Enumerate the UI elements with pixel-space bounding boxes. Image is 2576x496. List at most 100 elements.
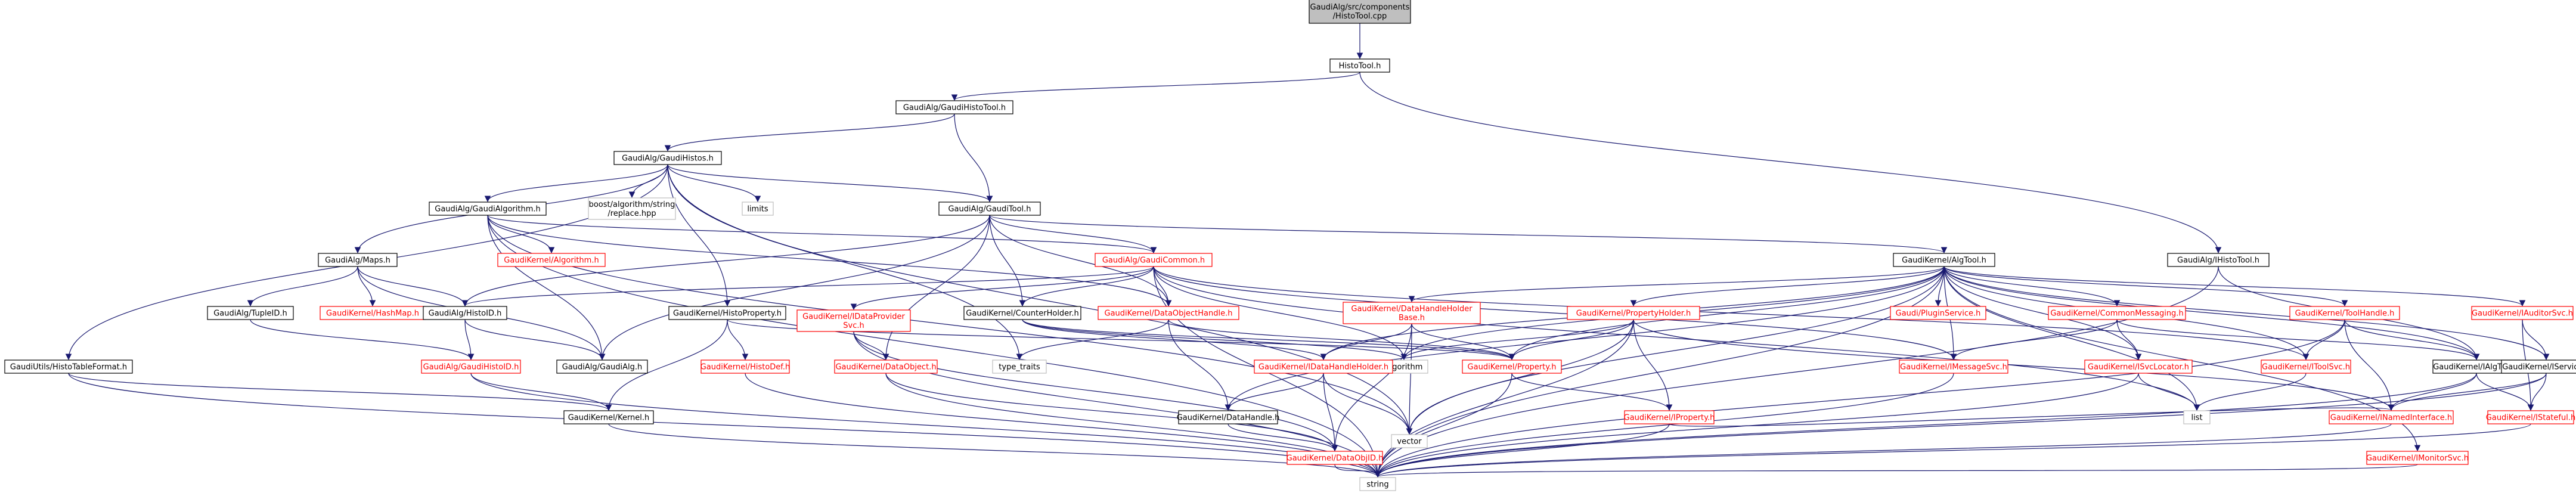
edge-tupleid-to-ghistoid	[250, 319, 475, 361]
node-commonmessaging[interactable]: GaudiKernel/CommonMessaging.h	[2048, 306, 2186, 320]
edge-gaudialgorithm-to-gaudicommon	[487, 215, 1157, 254]
node-gaudicommon[interactable]: GaudiAlg/GaudiCommon.h	[1095, 253, 1213, 267]
edge-propertyholder-to-inamedinterface	[1633, 319, 2395, 411]
node-hashmap[interactable]: GaudiKernel/HashMap.h	[320, 306, 426, 320]
node-counterholder[interactable]: GaudiKernel/CounterHolder.h	[963, 306, 1081, 320]
node-histoid_alg[interactable]: GaudiAlg/HistoID.h	[423, 306, 507, 320]
node-label: GaudiKernel/IDataHandleHolder.h	[1258, 363, 1388, 372]
node-tupleid[interactable]: GaudiAlg/TupleID.h	[207, 306, 294, 320]
edge-maps-to-tupleid	[247, 266, 358, 307]
edge-algtool-to-ialgtool	[1943, 266, 2480, 361]
node-itoolsvc[interactable]: GaudiKernel/IToolSvc.h	[2261, 359, 2351, 374]
node-kernel_h[interactable]: GaudiKernel/Kernel.h	[563, 410, 654, 424]
edge-imessagesvc-to-string	[1374, 373, 1954, 478]
edge-algtool-to-isvclocator	[1943, 266, 2142, 361]
edge-gaudicommon-to-list	[1153, 266, 2200, 411]
node-datahandle[interactable]: GaudiKernel/DataHandle.h	[1177, 410, 1280, 424]
node-ihistotool[interactable]: GaudiAlg/IHistoTool.h	[2167, 253, 2270, 267]
node-label: GaudiAlg/GaudiAlgorithm.h	[435, 205, 540, 214]
node-box	[2183, 410, 2211, 424]
node-idatahandleholder[interactable]: GaudiKernel/IDataHandleHolder.h	[1254, 359, 1393, 374]
edge-gaudihistos-to-vector	[667, 164, 1413, 435]
edge-datahandleholderbase-to-vector	[1406, 323, 1413, 435]
node-box	[4, 359, 133, 374]
edge-dataobjecthandle-to-property	[1168, 319, 1515, 361]
node-property[interactable]: GaudiKernel/Property.h	[1462, 359, 1562, 374]
node-label: GaudiKernel/IMessageSvc.h	[1900, 363, 2007, 372]
node-toolhandle[interactable]: GaudiKernel/ToolHandle.h	[2289, 306, 2400, 320]
node-gaudihistotool[interactable]: GaudiAlg/GaudiHistoTool.h	[895, 100, 1013, 114]
edge-idatahandleholder-to-datahandle	[1225, 373, 1324, 411]
edge-idataprovidersvc-to-dataobject	[853, 331, 889, 361]
node-box	[938, 202, 1041, 216]
node-gaudialg_h[interactable]: GaudiAlg/GaudiAlg.h	[556, 359, 648, 374]
node-label: GaudiKernel/ToolHandle.h	[2295, 309, 2395, 318]
node-label: GaudiKernel/IMonitorSvc.h	[2366, 454, 2469, 463]
node-label: Svc.h	[843, 321, 864, 330]
node-label: GaudiKernel/CounterHolder.h	[966, 309, 1078, 318]
edge-gaudihistos-to-gaudialgorithm	[484, 164, 668, 203]
node-gaudialgorithm[interactable]: GaudiAlg/GaudiAlgorithm.h	[429, 202, 547, 216]
edge-iservice-to-inamedinterface	[2388, 373, 2547, 411]
node-dataobject[interactable]: GaudiKernel/DataObject.h	[834, 359, 938, 374]
node-label: GaudiAlg/GaudiAlg.h	[562, 363, 643, 372]
node-dataobjecthandle[interactable]: GaudiKernel/DataObjectHandle.h	[1098, 306, 1239, 320]
edge-gaudihistos-to-limits	[667, 164, 761, 203]
edge-propertyholder-to-vector	[1406, 319, 1634, 435]
node-dataobjid[interactable]: GaudiKernel/DataObjID.h	[1287, 451, 1384, 465]
node-ipluginservice[interactable]: Gaudi/PluginService.h	[1890, 306, 1986, 320]
node-gaudiutils_htf[interactable]: GaudiUtils/HistoTableFormat.h	[4, 359, 133, 374]
edge-gaudialgorithm-to-algorithm_h	[487, 215, 555, 254]
node-iauditorsvc[interactable]: GaudiKernel/IAuditorSvc.h	[2471, 306, 2574, 320]
node-label: GaudiKernel/ISvcLocator.h	[2088, 363, 2189, 372]
node-inamedinterface[interactable]: GaudiKernel/INamedInterface.h	[2329, 410, 2454, 424]
node-gauditool[interactable]: GaudiAlg/GaudiTool.h	[938, 202, 1041, 216]
edge-algtool-to-toolhandle	[1943, 266, 2348, 307]
node-label: GaudiAlg/HistoID.h	[429, 309, 502, 318]
node-algorithm_h[interactable]: GaudiKernel/Algorithm.h	[497, 253, 606, 267]
edge-datahandleholderbase-to-idatahandleholder	[1320, 323, 1412, 361]
node-ghistoid[interactable]: GaudiAlg/GaudiHistoID.h	[421, 359, 521, 374]
node-imonitorsvc[interactable]: GaudiKernel/IMonitorSvc.h	[2366, 451, 2469, 465]
node-root[interactable]: GaudiAlg/src/components/HistoTool.cpp	[1309, 0, 1411, 24]
node-gaudihistos[interactable]: GaudiAlg/GaudiHistos.h	[613, 151, 722, 165]
edge-algtool-to-commonmessaging	[1943, 266, 2121, 307]
node-box	[563, 410, 654, 424]
node-algtool[interactable]: GaudiKernel/AlgTool.h	[1893, 253, 1995, 267]
node-label: Base.h	[1399, 314, 1425, 323]
node-label: GaudiKernel/IProperty.h	[1624, 414, 1715, 423]
node-isvclocator[interactable]: GaudiKernel/ISvcLocator.h	[2084, 359, 2193, 374]
node-imessagesvc[interactable]: GaudiKernel/IMessageSvc.h	[1899, 359, 2008, 374]
node-box	[1343, 302, 1481, 324]
node-histotool_h[interactable]: HistoTool.h	[1329, 58, 1390, 73]
edge-istateful-to-string	[1375, 423, 2531, 478]
edge-ghistoid-to-kernel_h	[470, 373, 612, 411]
node-istateful[interactable]: GaudiKernel/IStateful.h	[2486, 410, 2575, 424]
edge-toolhandle-to-string	[1374, 319, 2345, 478]
node-iproperty[interactable]: GaudiKernel/IProperty.h	[1624, 410, 1715, 424]
edge-gaudicommon-to-histoid_alg	[461, 266, 1154, 307]
node-histoproperty[interactable]: GaudiKernel/HistoProperty.h	[668, 306, 786, 320]
edge-iproperty-to-inamedinterface	[1669, 404, 2394, 427]
node-box	[796, 309, 911, 332]
edge-gauditool-to-algtool	[989, 215, 1947, 254]
node-propertyholder[interactable]: GaudiKernel/PropertyHolder.h	[1567, 306, 1700, 320]
edge-algtool-to-property	[1508, 266, 1945, 361]
edge-iproperty-to-string	[1374, 423, 1670, 478]
node-box	[1098, 306, 1239, 320]
node-label: algorithm	[1385, 363, 1423, 372]
node-ialgtool[interactable]: GaudiKernel/IAlgTool.h	[2432, 359, 2521, 374]
node-label: GaudiUtils/HistoTableFormat.h	[10, 363, 127, 372]
edge-gaudihistotool-to-gaudihistos	[664, 113, 955, 152]
node-box	[2289, 306, 2400, 320]
node-label: GaudiKernel/Kernel.h	[568, 414, 650, 423]
node-label: GaudiKernel/IStateful.h	[2486, 414, 2575, 423]
node-maps[interactable]: GaudiAlg/Maps.h	[318, 253, 398, 267]
node-iservice[interactable]: GaudiKernel/IService.h	[2501, 359, 2576, 374]
node-box	[1254, 359, 1393, 374]
node-histodef[interactable]: GaudiKernel/HistoDef.h	[700, 359, 791, 374]
node-label: GaudiAlg/Maps.h	[325, 256, 390, 265]
